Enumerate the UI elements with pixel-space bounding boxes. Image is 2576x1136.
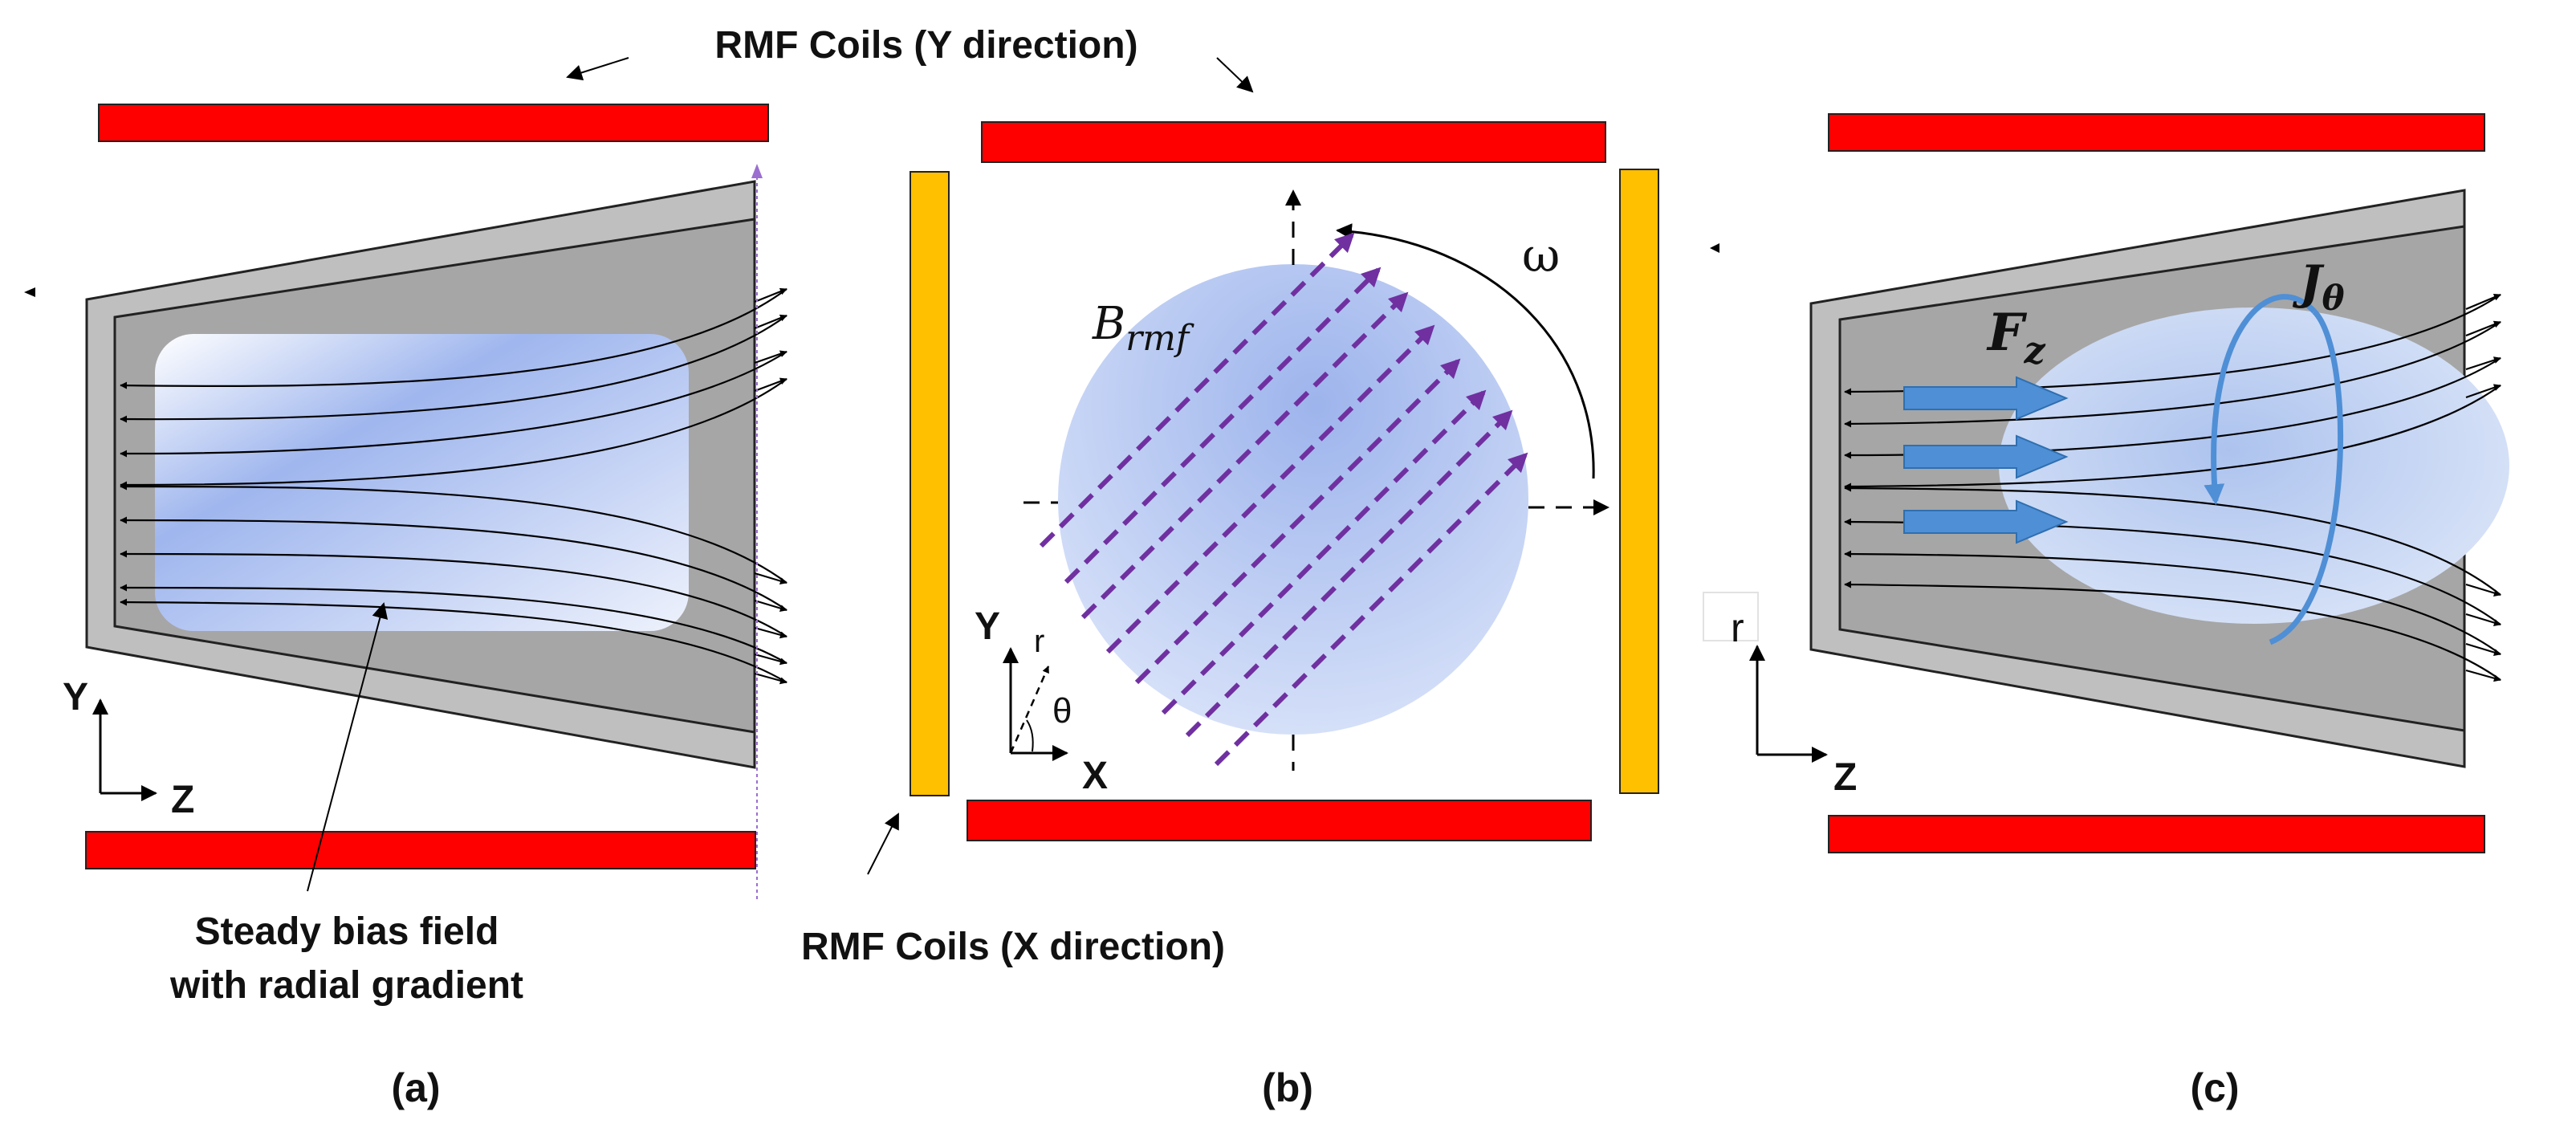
field-lines-a: [120, 288, 787, 683]
rmf-y-pointer-left: [566, 57, 629, 81]
x-coil-right: [1619, 169, 1659, 794]
f-z-sub: z: [2023, 328, 2045, 372]
y-coil-top-c: [1828, 113, 2485, 152]
field-line-tails-c: [2465, 293, 2501, 682]
rmf-x-label: RMF Coils (X direction): [801, 926, 1225, 968]
small-marker-c: [1710, 243, 1719, 253]
rmf-y-label: RMF Coils (Y direction): [714, 24, 1137, 67]
omega-label: ω: [1522, 228, 1560, 283]
caption-b: (b): [1262, 1065, 1313, 1110]
axis-r-label-c: r: [1731, 605, 1744, 650]
f-z-label: Fz: [1986, 303, 2045, 372]
rotation-arc: [1336, 223, 1595, 479]
b-rmf-label: Brmf: [1092, 298, 1194, 359]
small-marker-a: [24, 287, 35, 297]
force-arrow-1: [1903, 376, 2069, 421]
rmf-y-pointer-right: [1216, 57, 1254, 93]
panel-b: RMF Coils (Y direction) ω Brmf: [566, 24, 1659, 1110]
current-loop-back: [2269, 309, 2343, 645]
bias-label-line2: with radial gradient: [169, 964, 523, 1007]
plasma-region-a: [155, 334, 689, 631]
panel-c: Jθ Fz r Z (c): [1703, 113, 2509, 1110]
axis-x-label-b: X: [1082, 755, 1108, 797]
crosshair-b: [1023, 189, 1609, 771]
axis-y-label-a: Y: [63, 676, 88, 719]
y-coil-bottom-c: [1828, 815, 2485, 853]
y-coil-top-a: [98, 104, 769, 142]
axis-z-label-c: Z: [1833, 756, 1857, 799]
y-coil-top-b: [981, 121, 1606, 163]
r-label-box: [1703, 592, 1759, 641]
axis-z-label-a: Z: [171, 779, 194, 821]
j-theta-sub: θ: [2322, 279, 2344, 318]
axis-y-label-b: Y: [975, 605, 1000, 648]
plasma-plume-c: [1999, 307, 2509, 624]
b-rmf-main: B: [1092, 298, 1125, 350]
axes-a: [92, 698, 157, 801]
axes-b: [1003, 647, 1068, 761]
rmf-x-pointer: [867, 812, 899, 875]
axes-c: [1749, 645, 1828, 763]
y-coil-bottom-b: [967, 800, 1592, 841]
x-coil-left: [910, 171, 950, 796]
field-line-tails-a: [754, 287, 787, 685]
exit-plane-arrowhead-a: [751, 164, 763, 178]
current-loop-front: [2204, 294, 2317, 506]
bias-label-line1: Steady bias field: [195, 910, 499, 953]
bias-pointer-line: [307, 602, 389, 892]
b-rmf-sub: rmf: [1125, 318, 1194, 359]
panel-a: Steady bias field with radial gradient Y…: [24, 104, 787, 1110]
plasma-disk-b: [1058, 264, 1528, 735]
axis-r-label-b: r: [1034, 624, 1044, 659]
caption-c: (c): [2190, 1065, 2239, 1110]
axis-theta-label-b: θ: [1052, 691, 1072, 731]
force-arrow-2: [1903, 434, 2069, 479]
rmf-field-arrows: [1039, 232, 1528, 767]
y-coil-bottom-a: [85, 831, 756, 869]
f-z-main: F: [1986, 303, 2028, 363]
caption-a: (a): [391, 1065, 440, 1110]
force-arrow-3: [1903, 499, 2069, 544]
